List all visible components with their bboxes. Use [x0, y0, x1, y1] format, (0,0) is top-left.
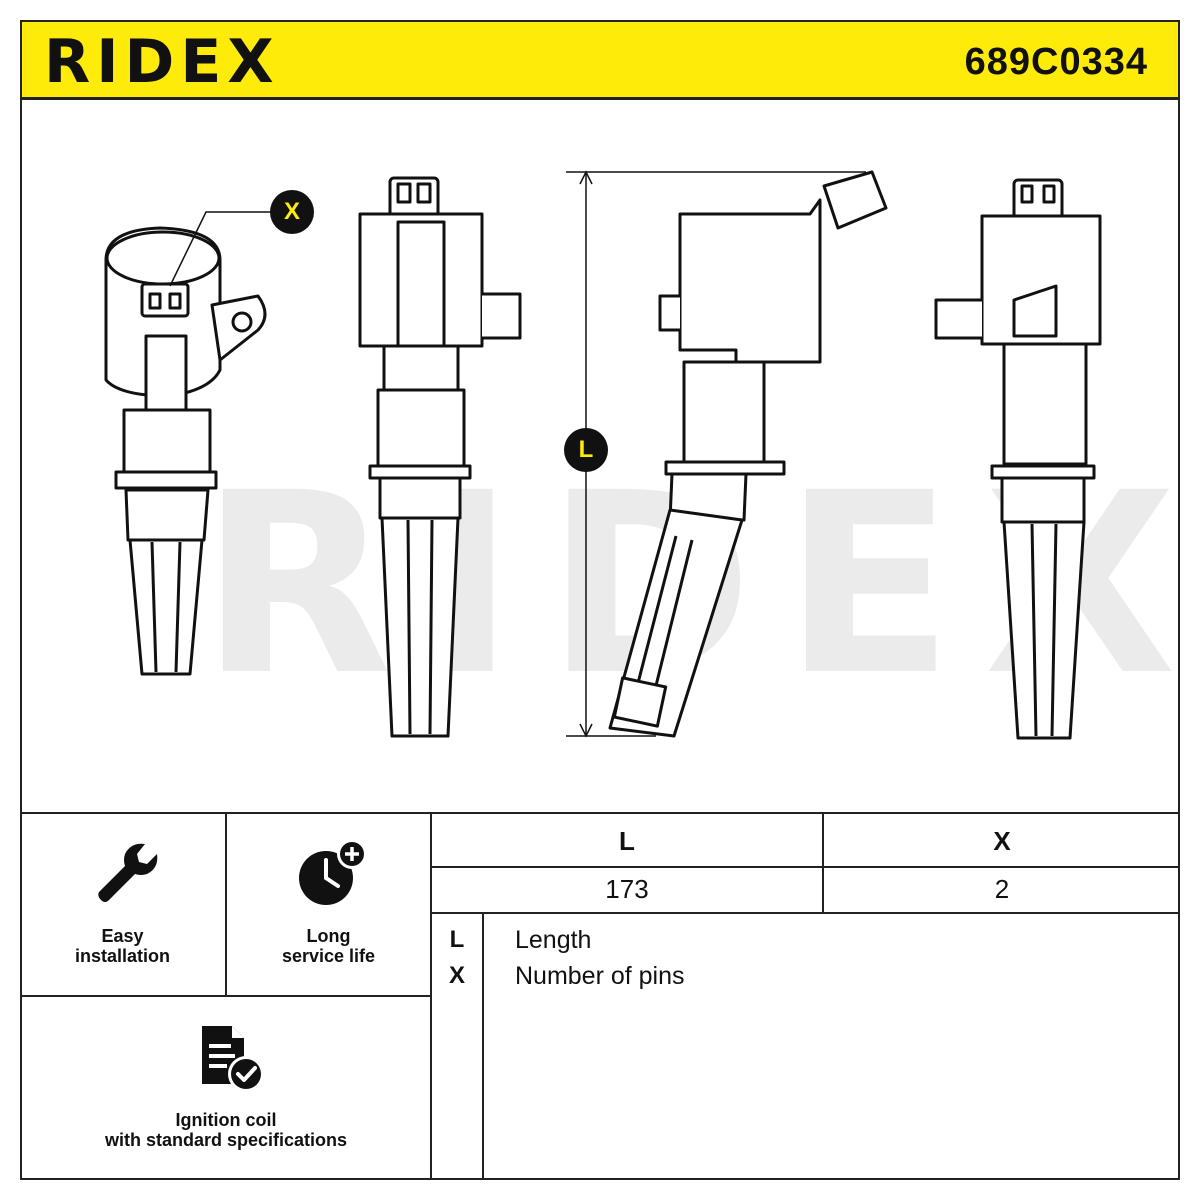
- callout-x-label: X: [283, 198, 300, 225]
- divider: [20, 995, 432, 997]
- header-bar: RIDEX 689C0334: [20, 20, 1180, 100]
- part-number: 689C0334: [964, 41, 1148, 83]
- feature-easy-installation: Easy installation: [74, 926, 170, 966]
- spec-value-x: 2: [994, 874, 1010, 904]
- feature-standard-specifications: Ignition coil with standard specificatio…: [104, 1110, 348, 1150]
- clock-plus-icon: [299, 839, 367, 905]
- callout-x-badge: [270, 190, 314, 234]
- brand-logo: RIDEX: [44, 27, 280, 97]
- coil-side-view: [608, 170, 888, 738]
- page-frame: [20, 20, 1180, 1180]
- legend-desc-pins: Number of pins: [515, 962, 685, 990]
- wrench-icon: [98, 843, 158, 902]
- coil-front-view: [358, 176, 522, 738]
- legend-desc-length: Length: [515, 926, 592, 954]
- coil-rear-view: [934, 178, 1102, 740]
- legend-key-x: X: [448, 962, 465, 989]
- divider: [225, 812, 227, 996]
- ignition-coil-drawings: [104, 170, 1102, 740]
- spec-header-x: X: [993, 826, 1011, 856]
- technical-drawing: RIDEX: [20, 100, 1180, 812]
- coil-perspective-view: [104, 226, 267, 676]
- spec-value-l: 173: [605, 874, 649, 904]
- divider: [20, 812, 1180, 814]
- callout-x-leader: [169, 211, 280, 287]
- callout-l-label: L: [578, 436, 594, 463]
- legend-key-l: L: [449, 926, 465, 953]
- callout-l-badge: [564, 428, 608, 472]
- divider: [822, 812, 824, 914]
- feature-long-service-life: Long service life: [281, 926, 376, 966]
- divider: [482, 912, 484, 1180]
- spec-header-l: L: [619, 826, 635, 856]
- document-check-icon: [202, 1026, 264, 1092]
- divider: [430, 912, 1180, 914]
- divider: [430, 866, 1180, 868]
